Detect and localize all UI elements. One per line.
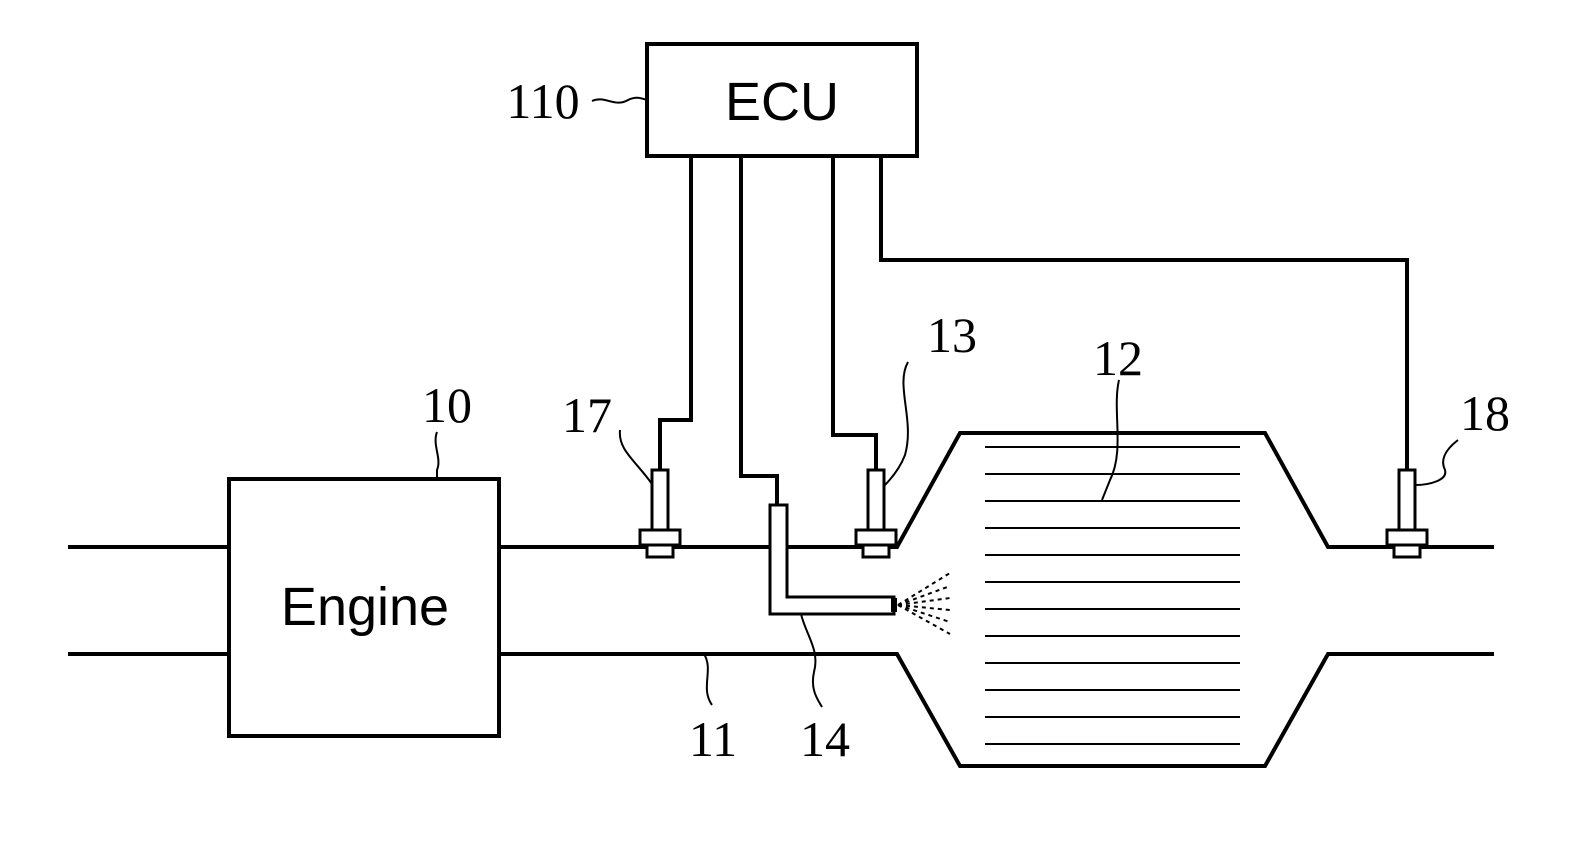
ref-110: 110	[506, 73, 579, 129]
ref-11: 11	[689, 711, 737, 767]
ref-10: 10	[422, 377, 472, 433]
sensor-18-icon	[1387, 470, 1427, 557]
catalyst-substrate	[985, 447, 1240, 744]
ref-12: 12	[1093, 330, 1143, 386]
engine-block: Engine	[229, 479, 499, 736]
intake-pipe	[70, 547, 230, 654]
ecu-label: ECU	[725, 72, 839, 132]
ref-17: 17	[562, 387, 612, 443]
sensor-17-icon	[640, 470, 680, 557]
sensor-13-icon	[856, 470, 896, 557]
ecu-wires	[660, 156, 1407, 505]
ref-14: 14	[800, 711, 850, 767]
ref-13: 13	[927, 307, 977, 363]
ref-18: 18	[1460, 385, 1510, 441]
engine-label: Engine	[281, 577, 449, 637]
spray-icon	[898, 573, 950, 634]
ecu-block: ECU	[647, 44, 917, 156]
